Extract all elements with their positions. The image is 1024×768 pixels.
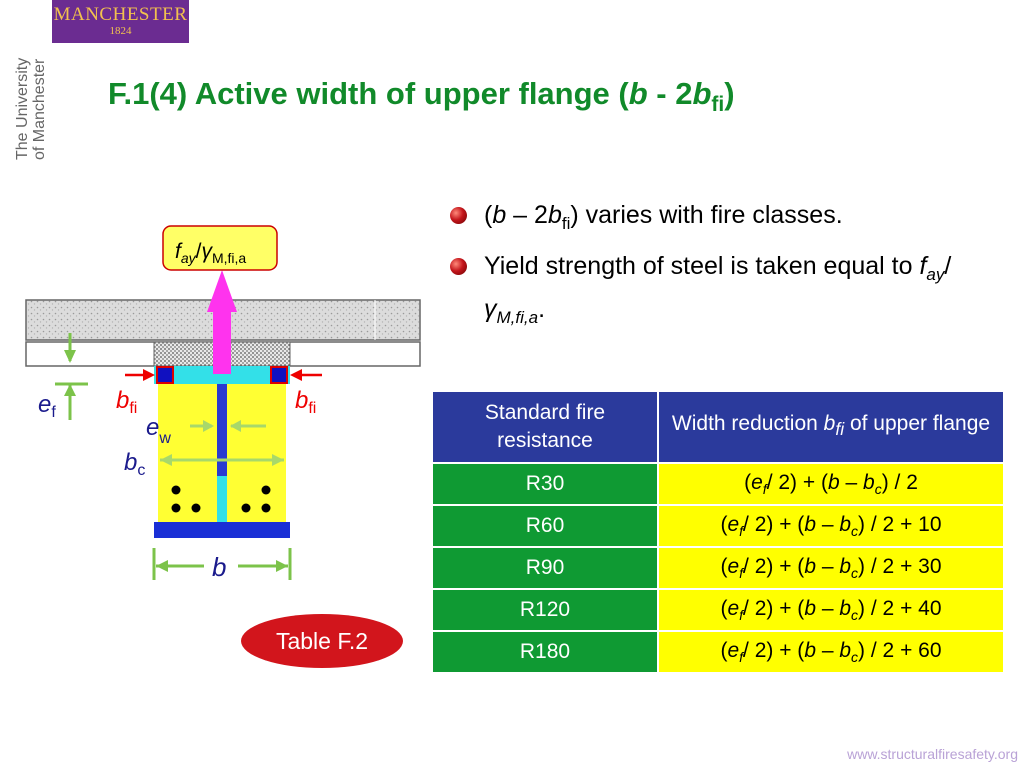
bc-left-head: [160, 454, 172, 466]
force-arrow-head: [207, 270, 237, 312]
encasement-left: [158, 366, 218, 524]
title-sub: fi: [711, 93, 725, 116]
ef-arrow-head: [64, 350, 76, 363]
bfi-right-label: bfi: [295, 387, 316, 417]
upper-flange: [154, 366, 290, 384]
resistance-cell: R120: [433, 590, 657, 630]
header2-b: b: [823, 412, 836, 436]
resistance-cell: R30: [433, 464, 657, 504]
bullet2-fsub: ay: [926, 265, 945, 284]
table-reference-badge: Table F.2: [241, 614, 403, 668]
flange-end-right: [270, 366, 288, 384]
bullet1-rest: ) varies with fire classes.: [570, 201, 843, 229]
bullet1-open: (: [484, 201, 493, 229]
force-label: fay/γM,fi,a: [175, 240, 246, 266]
logo-year: 1824: [109, 25, 132, 37]
bullet-dot-icon: [450, 207, 467, 224]
rebars: [171, 485, 271, 513]
b-right-head: [276, 560, 288, 572]
bullet2-f: f: [919, 252, 927, 280]
bullet2-text: Yield strength of steel is taken equal t…: [484, 252, 920, 280]
header2-text: Width reduction: [671, 412, 824, 436]
bullet2-end: .: [538, 295, 546, 323]
bfi-left-head: [143, 369, 155, 381]
table-row: R90(ef/ 2) + (b – bc) / 2 + 30: [433, 548, 1003, 588]
formula-cell: (ef/ 2) + (b – bc) / 2 + 60: [659, 632, 1003, 672]
web-upper: [217, 384, 227, 476]
bullet1-sub: fi: [561, 214, 571, 233]
encasement-right: [226, 366, 286, 524]
bullet-dot-icon: [450, 258, 467, 275]
resistance-cell: R60: [433, 506, 657, 546]
flange-end-left: [156, 366, 174, 384]
bullet1-dash: – 2: [506, 201, 548, 229]
slide-title: F.1(4) Active width of upper flange (b -…: [108, 76, 735, 117]
bullet-list: (b – 2bfi) varies with fire classes. Yie…: [448, 198, 1008, 343]
formula-cell: (ef/ 2) + (b – bc) / 2 + 30: [659, 548, 1003, 588]
table-row: R60(ef/ 2) + (b – bc) / 2 + 10: [433, 506, 1003, 546]
title-b2: b: [692, 76, 712, 111]
formula-cell: (ef/ 2) + (b – bc) / 2 + 10: [659, 506, 1003, 546]
university-logo: MANCHESTER 1824: [52, 0, 189, 43]
bfi-right-head: [290, 369, 302, 381]
bullet2-gsub: M,fi,a: [496, 308, 539, 327]
resistance-cell: R90: [433, 548, 657, 588]
resistance-cell: R180: [433, 632, 657, 672]
university-line1: The University: [14, 57, 31, 160]
b-left-head: [156, 560, 168, 572]
bullet1-b: b: [492, 201, 507, 229]
header-width-reduction: Width reduction bfi of upper flange: [659, 392, 1003, 462]
table-row: R180(ef/ 2) + (b – bc) / 2 + 60: [433, 632, 1003, 672]
table-row: R120(ef/ 2) + (b – bc) / 2 + 40: [433, 590, 1003, 630]
bullet1-b2: b: [547, 201, 562, 229]
bfi-left-label: bfi: [116, 387, 137, 417]
bc-label: bc: [124, 449, 145, 479]
university-line2: of Manchester: [31, 58, 48, 160]
title-b: b: [628, 76, 648, 111]
fire-resistance-table: Standard fire resistance Width reduction…: [431, 390, 1005, 674]
formula-cell: (ef/ 2) + (b – bc) / 2 + 40: [659, 590, 1003, 630]
university-vertical-text: The University of Manchester: [14, 58, 48, 160]
formula-cell: (ef/ 2) + (b – bc) / 2: [659, 464, 1003, 504]
beam-section-diagram: fay/γM,fi,a ef bfi bfi ew bc b: [25, 225, 421, 582]
table-header-row: Standard fire resistance Width reduction…: [433, 392, 1003, 462]
force-label-box: [162, 225, 278, 271]
ew-left-head: [203, 420, 214, 432]
table-row: R30(ef/ 2) + (b – bc) / 2: [433, 464, 1003, 504]
b-label: b: [212, 552, 226, 582]
ew-label: ew: [146, 414, 171, 447]
header2-sub: fi: [835, 419, 845, 440]
ef-lower-head: [64, 384, 76, 396]
title-main: F.1(4) Active width of upper flange (: [108, 76, 629, 111]
force-arrow-shaft: [213, 310, 231, 374]
header2-rest: of upper flange: [844, 412, 991, 436]
logo-name: MANCHESTER: [53, 4, 188, 25]
footer-url[interactable]: www.structuralfiresafety.org: [847, 746, 1018, 762]
web-lower: [217, 476, 227, 522]
bullet2-slash: /: [944, 252, 952, 280]
bullet-item: (b – 2bfi) varies with fire classes.: [448, 198, 1008, 241]
title-mid: - 2: [647, 76, 693, 111]
ew-right-head: [230, 420, 241, 432]
title-close: ): [724, 76, 735, 111]
bc-right-head: [272, 454, 284, 466]
ef-label: ef: [38, 391, 56, 421]
header-standard-fire-resistance: Standard fire resistance: [433, 392, 657, 462]
lower-flange: [154, 522, 290, 538]
bullet-item: Yield strength of steel is taken equal t…: [448, 249, 1008, 335]
bullet2-gamma: γ: [484, 295, 497, 323]
